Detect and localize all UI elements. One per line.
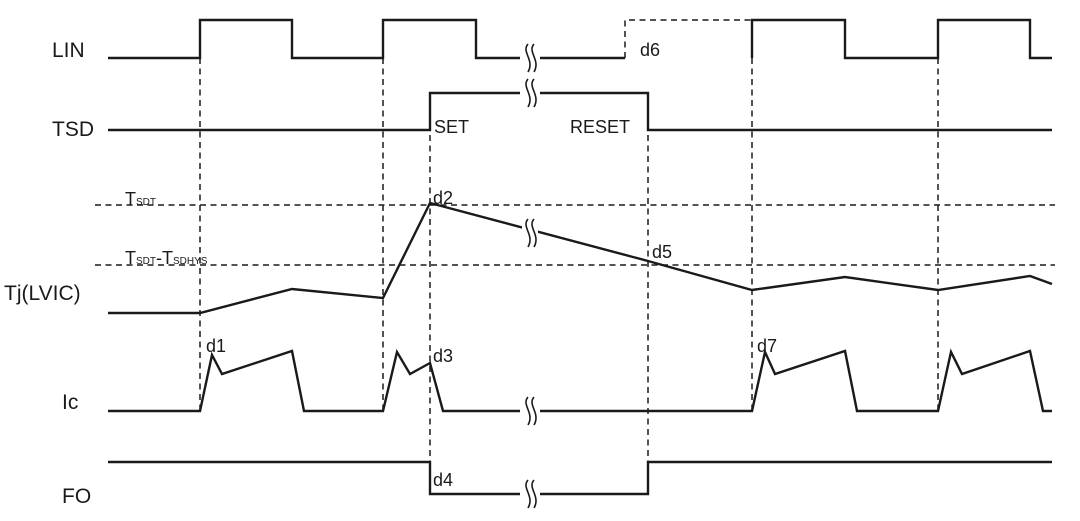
break-marker: [522, 218, 538, 248]
tsdt-hys-sub2: SDHYS: [173, 256, 208, 267]
d5-label: d5: [652, 242, 672, 262]
reset-label: RESET: [570, 117, 630, 137]
d2-label: d2: [433, 188, 453, 208]
d6-label: d6: [640, 40, 660, 60]
tj-label: Tj(LVIC): [4, 282, 81, 305]
fo-waveform: [108, 460, 1052, 496]
tsdt-hys-main: T: [125, 248, 136, 268]
tsdt-hys-sep: -T: [156, 248, 173, 268]
break-marker: [522, 43, 538, 73]
timing-guides: [199, 58, 939, 494]
d4-label: d4: [433, 470, 453, 490]
lin-waveform: [108, 18, 1052, 60]
signal-labels: LIN TSD Tj(LVIC) Ic FO: [4, 39, 94, 508]
tsdt-main: T: [125, 189, 136, 209]
tsdt-level-label: TSDT: [125, 189, 156, 209]
tsd-waveform: [108, 91, 1052, 132]
tj-waveform: [108, 201, 1053, 315]
lin-label: LIN: [52, 39, 85, 62]
tsdt-hys-sub1: SDT: [136, 256, 156, 267]
break-marker: [522, 396, 538, 426]
d1-label: d1: [206, 336, 226, 356]
d3-label: d3: [433, 346, 453, 366]
d7-label: d7: [757, 336, 777, 356]
time-break-markers: [522, 43, 538, 509]
event-annotations: SET RESET d1 d2 d3 d4 d5 d6 d7: [206, 40, 777, 490]
set-label: SET: [434, 117, 469, 137]
fo-label: FO: [62, 485, 91, 508]
ic-waveform: [108, 348, 1052, 413]
tsdt-sub: SDT: [136, 197, 156, 208]
ic-label: Ic: [62, 391, 78, 414]
threshold-levels: [95, 204, 1055, 266]
tsdt-hys-level-label: TSDT-TSDHYS: [125, 248, 208, 268]
break-marker: [522, 479, 538, 509]
tsd-label: TSD: [52, 118, 94, 141]
break-marker: [522, 78, 538, 108]
lin-suppressed-pulse: [624, 19, 752, 58]
